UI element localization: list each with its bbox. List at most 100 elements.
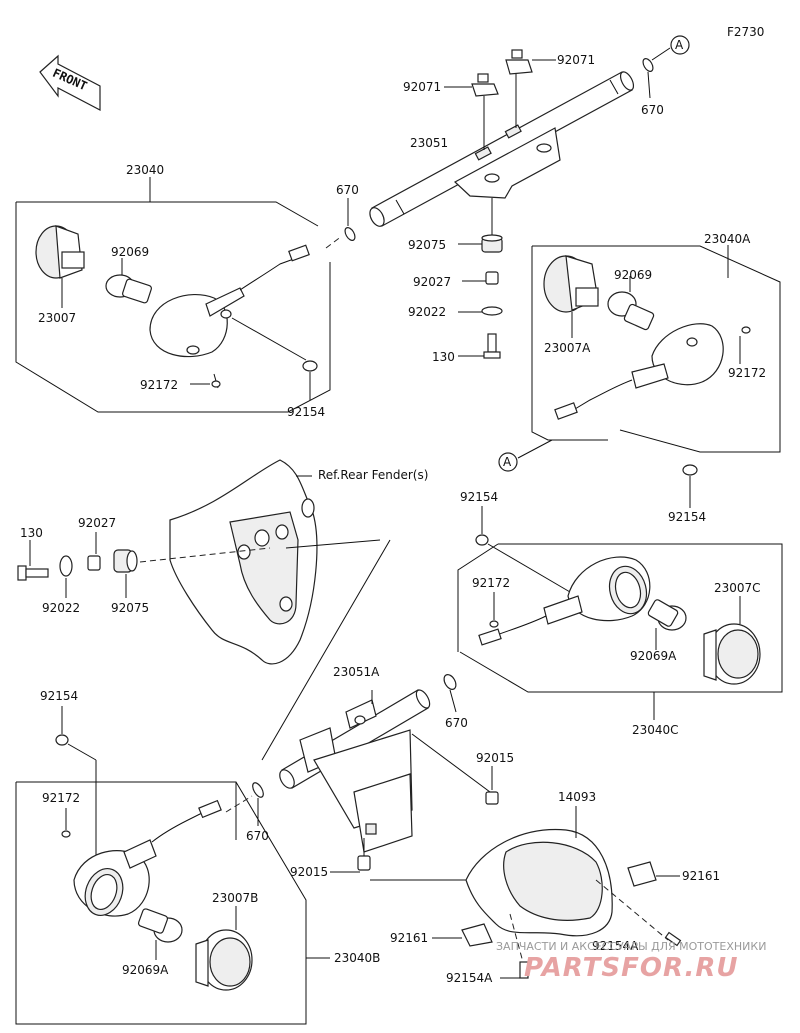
bulb-92069a-c xyxy=(647,599,687,631)
label-92069: 92069 xyxy=(111,245,149,259)
lens-23007B xyxy=(195,929,253,991)
o-ring-670-top xyxy=(642,58,654,72)
label-23051: 23051 xyxy=(410,136,448,150)
label-92071-right: 92071 xyxy=(557,53,595,67)
clip-92071-right xyxy=(505,49,533,75)
box-23040A xyxy=(532,245,781,453)
screw-92172-a xyxy=(741,326,751,334)
o-ring-670-b xyxy=(252,782,264,798)
housing-23040 xyxy=(149,244,310,358)
nut-92154-c xyxy=(475,534,489,546)
label-92154-c: 92154 xyxy=(460,490,498,504)
screw-92154a-right xyxy=(664,931,682,947)
nut-92154-b xyxy=(55,734,69,746)
label-92154a-bot: 92154A xyxy=(446,971,493,985)
label-92154-b: 92154 xyxy=(40,689,78,703)
label-130-top: 130 xyxy=(432,350,455,364)
label-23007A: 23007A xyxy=(544,341,591,355)
ref-marker-a-mid xyxy=(498,452,518,472)
label-23051A: 23051A xyxy=(333,665,380,679)
screw-92154a-bot xyxy=(519,961,529,979)
bulb-92069 xyxy=(105,274,152,304)
watermark-caption: ЗАПЧАСТИ И АКСЕССУАРЫ ДЛЯ МОТОТЕХНИКИ xyxy=(496,940,766,953)
label-92027-top: 92027 xyxy=(413,275,451,289)
pad-92161-right xyxy=(627,861,657,887)
nut-92154-a xyxy=(682,464,698,476)
rubber-92075-top xyxy=(481,234,503,253)
label-92015-top: 92015 xyxy=(476,751,514,765)
label-92154: 92154 xyxy=(287,405,325,419)
label-92027-left: 92027 xyxy=(78,516,116,530)
label-92075-left: 92075 xyxy=(111,601,149,615)
collar-92015-bot xyxy=(357,855,371,871)
bracket-23051A xyxy=(279,689,431,853)
label-92172-c: 92172 xyxy=(472,576,510,590)
label-92172: 92172 xyxy=(140,378,178,392)
housing-23040B xyxy=(73,799,222,917)
label-23007B: 23007B xyxy=(212,891,258,905)
label-23007: 23007 xyxy=(38,311,76,325)
box-23040 xyxy=(16,201,319,227)
label-23040A: 23040A xyxy=(704,232,751,246)
rear-fender-ref xyxy=(169,459,318,665)
collar-92015-top xyxy=(485,791,499,805)
lens-23007 xyxy=(35,225,85,279)
label-92069-a: 92069 xyxy=(614,268,652,282)
front-arrow-icon: FRONT xyxy=(39,54,101,111)
housing-23040C xyxy=(478,556,651,646)
collar-92027-top xyxy=(485,271,499,285)
label-14093: 14093 xyxy=(558,790,596,804)
nut-92154 xyxy=(302,360,318,372)
label-92075-top: 92075 xyxy=(408,238,446,252)
label-23040: 23040 xyxy=(126,163,164,177)
ref-marker-a-top-text: A xyxy=(675,38,684,52)
screw-92172 xyxy=(211,373,221,389)
label-23040B: 23040B xyxy=(334,951,380,965)
watermark-brand: PARTSFOR.RU xyxy=(524,953,738,983)
pad-92161-left xyxy=(461,923,493,947)
rubber-92075-left xyxy=(113,549,138,573)
screw-92172-c xyxy=(489,620,499,628)
bulb-92069-a xyxy=(607,291,655,331)
collar-92027-left xyxy=(87,555,101,571)
label-92015-bot: 92015 xyxy=(290,865,328,879)
bolt-130-top xyxy=(483,333,501,359)
label-92022-left: 92022 xyxy=(42,601,80,615)
washer-92022-top xyxy=(481,306,503,316)
label-92172-a: 92172 xyxy=(728,366,766,380)
box-23040C xyxy=(459,543,783,693)
box-23040B xyxy=(16,781,307,1025)
label-23040C: 23040C xyxy=(632,723,679,737)
label-92161-left: 92161 xyxy=(390,931,428,945)
housing-23040A xyxy=(554,323,724,420)
label-92161-right: 92161 xyxy=(682,869,720,883)
lens-23007C xyxy=(703,623,761,685)
label-130-left: 130 xyxy=(20,526,43,540)
bulb-92069a-b xyxy=(137,908,183,943)
screw-92172-b xyxy=(61,830,71,838)
bolt-130-left xyxy=(17,565,49,581)
label-92154-a: 92154 xyxy=(668,510,706,524)
label-670-top: 670 xyxy=(641,103,664,117)
label-92071-left: 92071 xyxy=(403,80,441,94)
label-92172-b: 92172 xyxy=(42,791,80,805)
clip-92071-left xyxy=(471,73,499,97)
o-ring-670-mid xyxy=(344,227,356,241)
washer-92022-left xyxy=(59,555,73,577)
label-ref-rear-fender: Ref.Rear Fender(s) xyxy=(318,468,428,482)
label-92069a-c: 92069A xyxy=(630,649,677,663)
lens-23007A xyxy=(543,255,599,313)
ref-marker-a-mid-text: A xyxy=(503,455,512,469)
mounting-bar-23051 xyxy=(369,71,635,227)
figure-code: F2730 xyxy=(727,25,764,39)
label-670-c: 670 xyxy=(445,716,468,730)
label-23007C: 23007C xyxy=(714,581,761,595)
label-92022-top: 92022 xyxy=(408,305,446,319)
o-ring-670-c xyxy=(443,674,457,690)
label-92154a-right: 92154A xyxy=(592,939,639,953)
label-92069a-b: 92069A xyxy=(122,963,169,977)
cover-14093 xyxy=(465,828,613,937)
label-670-mid: 670 xyxy=(336,183,359,197)
label-670-b: 670 xyxy=(246,829,269,843)
